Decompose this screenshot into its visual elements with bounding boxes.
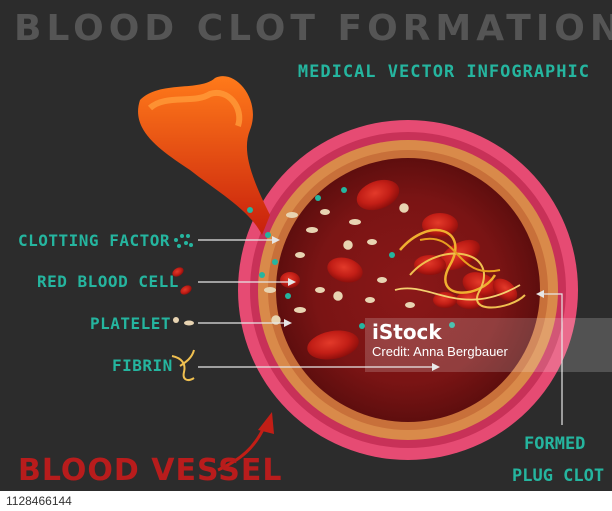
platelet (286, 212, 298, 218)
fibrin-strand (399, 228, 497, 294)
rbc (422, 213, 458, 237)
watermark-band (365, 318, 612, 372)
red-blood-cell-icon (172, 267, 192, 295)
stock-id: 1128466144 (6, 494, 72, 508)
platelet (349, 219, 361, 225)
activated-platelets (271, 203, 409, 325)
fibrin-strand (419, 237, 501, 273)
fibrin-strand (409, 252, 526, 309)
activated-platelet (333, 291, 343, 301)
platelet (367, 239, 377, 245)
platelet (306, 227, 318, 233)
rbc (307, 330, 359, 360)
clotting-factor-dot (265, 232, 271, 238)
blood-vessel-arrowhead (258, 412, 274, 434)
clotting-factor-dot (389, 252, 395, 258)
plug-clot (394, 228, 526, 309)
clotting-factor-dot (449, 322, 455, 328)
clotting-factor-dot (272, 259, 278, 265)
clotting-factor-icon (174, 234, 193, 248)
platelets (264, 209, 415, 313)
clotting-factor-dot (341, 187, 347, 193)
platelet (294, 307, 306, 313)
label-clotting-factor: CLOTTING FACTOR (18, 231, 170, 250)
blood-vessel-arrow (217, 424, 267, 472)
label-plug-clot: PLUG CLOT (512, 466, 605, 486)
label-platelet: PLATELET (90, 314, 172, 333)
label-fibrin: FIBRIN (112, 356, 173, 375)
platelet (264, 287, 276, 293)
platelet (320, 209, 330, 215)
activated-platelet (343, 240, 353, 250)
rbc (327, 257, 363, 283)
page-subtitle: MEDICAL VECTOR INFOGRAPHIC (297, 62, 590, 82)
fibrin-icon (171, 349, 195, 381)
blood-flow-highlight (147, 89, 243, 127)
clot-rbc (414, 255, 446, 275)
label-blood-vessel: BLOOD VESSEL (18, 453, 283, 488)
label-red-blood-cell: RED BLOOD CELL (37, 272, 179, 291)
platelet-icon (173, 317, 194, 326)
clotting-factor-dot (359, 323, 365, 329)
page-title: BLOOD CLOT FORMATION (14, 8, 612, 49)
plug-clot-pointer (540, 293, 563, 425)
watermark-logo: iStock (372, 320, 442, 344)
clotting-factor-dot (285, 293, 291, 299)
label-formed: FORMED (524, 434, 586, 454)
platelet (295, 252, 305, 258)
platelet (377, 277, 387, 283)
activated-platelet (271, 315, 281, 325)
platelet (365, 297, 375, 303)
clotting-factor-dot (259, 272, 265, 278)
activated-platelet (399, 203, 409, 213)
clotting-factor-dot (247, 207, 253, 213)
watermark-credit: Credit: Anna Bergbauer (372, 344, 508, 359)
platelet (405, 302, 415, 308)
clot-rbc (433, 292, 457, 308)
platelet (315, 287, 325, 293)
stock-id-bar: 1128466144 (0, 491, 612, 511)
rbc (356, 179, 400, 211)
clotting-factor-dots (247, 187, 455, 329)
clotting-factor-dot (315, 195, 321, 201)
fibrin-strand (394, 284, 521, 301)
